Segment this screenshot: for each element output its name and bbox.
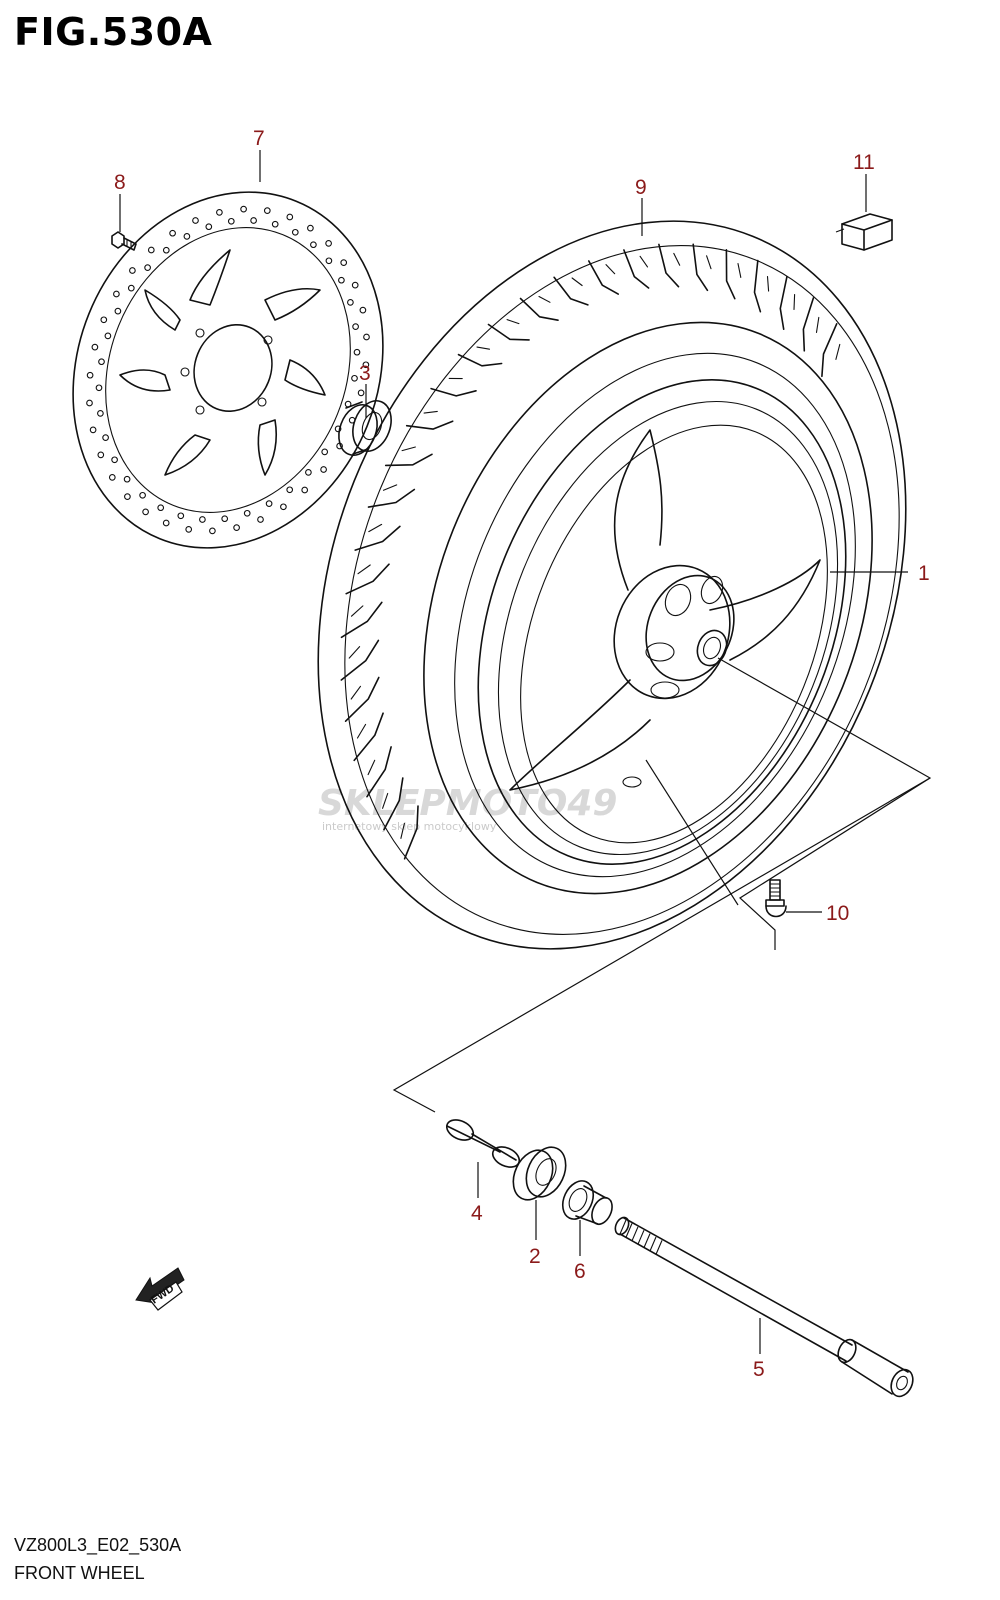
balancer-weight[interactable] — [835, 213, 893, 251]
assembly-lines — [392, 657, 932, 1113]
callout-9[interactable]: 9 — [635, 176, 647, 199]
front-tire[interactable] — [213, 132, 1000, 1038]
spacer[interactable] — [444, 1116, 523, 1171]
callout-6[interactable]: 6 — [574, 1260, 586, 1283]
callout-11[interactable]: 11 — [853, 151, 875, 174]
watermark-brand: SKLEPMOTO49 — [318, 783, 617, 824]
callout-2[interactable]: 2 — [529, 1245, 541, 1268]
front-wheel[interactable] — [410, 325, 914, 920]
callout-leaders — [119, 150, 908, 1354]
callout-5[interactable]: 5 — [753, 1358, 765, 1381]
callout-10[interactable]: 10 — [826, 902, 849, 925]
figure-name: FRONT WHEEL — [14, 1563, 145, 1583]
brake-disc[interactable] — [21, 145, 436, 595]
front-axle[interactable] — [613, 1215, 917, 1400]
dust-seal[interactable] — [557, 1176, 616, 1228]
tire-valve[interactable] — [765, 879, 787, 918]
callout-3[interactable]: 3 — [359, 362, 371, 385]
callout-labels: 7 8 3 9 11 1 10 4 2 6 5 — [114, 127, 930, 1381]
callout-7[interactable]: 7 — [253, 127, 265, 150]
callout-8[interactable]: 8 — [114, 171, 126, 194]
disc-bolt[interactable] — [111, 231, 137, 251]
figure-title: FIG.530A — [14, 10, 213, 54]
callout-4[interactable]: 4 — [471, 1202, 483, 1225]
fwd-arrow-icon: FWD — [135, 1267, 185, 1311]
bearing-right[interactable] — [506, 1141, 574, 1206]
figure-code: VZ800L3_E02_530A — [14, 1535, 182, 1555]
watermark-tagline: internetowy sklep motocyklowy — [322, 820, 497, 833]
bearing-left[interactable] — [332, 395, 398, 460]
callout-1[interactable]: 1 — [918, 562, 930, 585]
